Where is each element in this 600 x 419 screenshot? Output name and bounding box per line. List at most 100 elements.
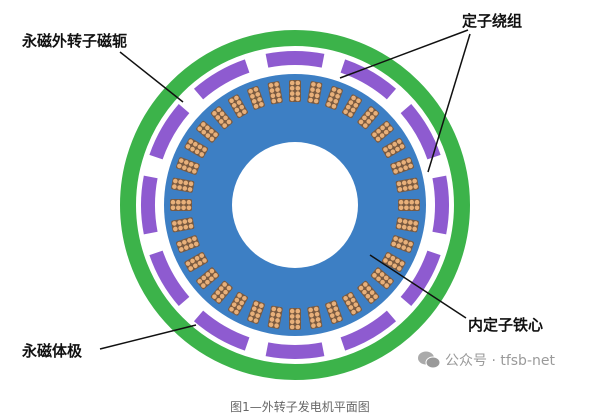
copper-conductor: [373, 111, 378, 116]
copper-conductor: [277, 307, 282, 313]
stator-winding-slot: [184, 252, 209, 272]
stator-winding-slot: [395, 217, 419, 233]
copper-conductor: [187, 187, 193, 192]
copper-conductor: [205, 133, 211, 138]
copper-conductor: [201, 129, 207, 135]
copper-conductor: [222, 282, 227, 287]
copper-conductor: [343, 295, 348, 301]
permanent-magnet-pole: [400, 103, 441, 160]
stator-winding-slot: [196, 120, 220, 143]
wechat-icon: [418, 351, 440, 369]
stator-winding-slot: [267, 305, 283, 329]
copper-conductor: [337, 89, 342, 94]
copper-conductor: [365, 111, 371, 117]
copper-conductor: [270, 311, 276, 317]
stator-winding-slot: [289, 308, 301, 330]
copper-conductor: [343, 109, 348, 115]
copper-conductor: [375, 268, 381, 274]
copper-conductor: [387, 278, 393, 284]
copper-conductor: [358, 285, 364, 291]
copper-conductor: [331, 103, 337, 109]
copper-conductor: [404, 199, 409, 205]
copper-conductor: [345, 300, 351, 306]
copper-conductor: [248, 316, 253, 321]
copper-conductor: [178, 179, 183, 185]
copper-conductor: [383, 258, 388, 263]
copper-conductor: [392, 141, 397, 147]
copper-conductor: [242, 295, 247, 301]
copper-conductor: [182, 219, 188, 224]
copper-conductor: [190, 146, 195, 152]
copper-conductor: [383, 129, 389, 135]
copper-conductor: [209, 136, 215, 142]
stator-winding-slot: [370, 120, 394, 143]
copper-conductor: [289, 308, 295, 314]
copper-conductor: [329, 313, 335, 318]
copper-conductor: [193, 141, 198, 147]
stator-winding-slot: [357, 280, 380, 304]
copper-conductor: [253, 103, 259, 109]
permanent-magnet-pole: [193, 310, 250, 351]
copper-conductor: [187, 167, 192, 172]
copper-conductor: [407, 179, 412, 185]
stator-winding-slot: [170, 199, 192, 211]
copper-conductor: [253, 87, 259, 92]
copper-conductor: [289, 96, 295, 102]
copper-conductor: [259, 303, 264, 308]
copper-conductor: [314, 311, 320, 317]
copper-conductor: [201, 122, 206, 127]
copper-conductor: [311, 82, 316, 87]
copper-conductor: [188, 223, 194, 229]
copper-conductor: [197, 126, 203, 132]
stator-winding-slot: [390, 235, 414, 253]
copper-conductor: [178, 225, 183, 231]
copper-conductor: [250, 93, 255, 99]
stator-winding-slot: [247, 86, 265, 110]
copper-conductor: [177, 241, 182, 247]
copper-conductor: [401, 224, 407, 230]
copper-conductor: [186, 205, 192, 211]
copper-conductor: [229, 98, 234, 104]
copper-conductor: [313, 98, 319, 104]
copper-conductor: [275, 87, 280, 92]
copper-conductor: [353, 103, 359, 108]
permanent-magnet-pole: [149, 250, 190, 307]
stator-winding-slot: [381, 138, 406, 158]
copper-conductor: [353, 302, 359, 307]
copper-conductor: [409, 199, 414, 205]
rotor-yoke: [120, 30, 470, 380]
copper-conductor: [197, 260, 203, 266]
copper-conductor: [193, 263, 198, 269]
copper-conductor: [311, 323, 316, 328]
copper-conductor: [234, 95, 239, 101]
copper-conductor: [188, 266, 194, 271]
copper-conductor: [212, 111, 217, 116]
copper-conductor: [363, 123, 368, 128]
copper-conductor: [390, 149, 396, 155]
stator-winding-slot: [370, 267, 394, 290]
figure-caption: 图1—外转子发电机平面图: [230, 400, 370, 414]
copper-conductor: [335, 93, 340, 99]
copper-conductor: [385, 152, 391, 157]
copper-conductor: [253, 301, 259, 307]
copper-conductor: [362, 289, 367, 295]
copper-conductor: [368, 297, 374, 303]
copper-conductor: [315, 88, 321, 93]
copper-conductor: [201, 275, 207, 281]
copper-conductor: [383, 275, 389, 281]
copper-conductor: [242, 109, 247, 115]
copper-conductor: [188, 243, 194, 249]
copper-conductor: [403, 165, 408, 171]
copper-conductor: [351, 95, 356, 101]
copper-conductor: [326, 102, 331, 107]
copper-conductor: [255, 92, 261, 97]
copper-conductor: [397, 187, 403, 192]
copper-conductor: [231, 302, 237, 307]
copper-conductor: [308, 97, 313, 103]
copper-conductor: [390, 255, 396, 261]
copper-conductor: [412, 226, 417, 232]
copper-conductor: [363, 282, 368, 287]
copper-conductor: [274, 82, 279, 87]
copper-conductor: [223, 115, 228, 121]
